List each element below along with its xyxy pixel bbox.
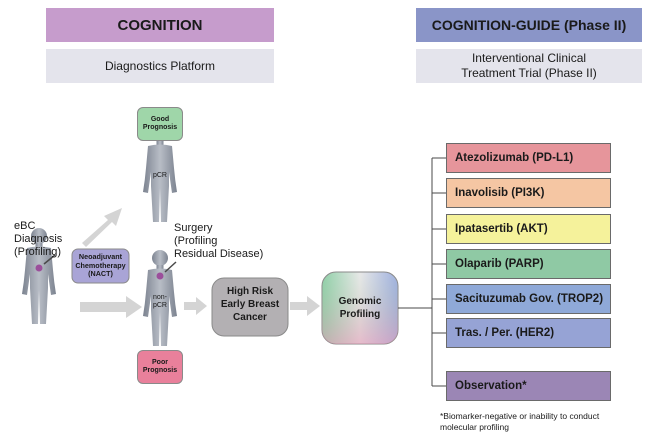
high-risk-line3: Cancer	[233, 312, 267, 323]
diagnosis-line1: eBC	[14, 220, 36, 232]
arm-atezolizumab-label: Atezolizumab (PD-L1)	[455, 152, 574, 164]
good-prognosis-line1: Good	[150, 116, 170, 123]
arrow-to-genomic-icon	[290, 296, 320, 316]
arm-ipatasertib: Ipatasertib (AKT)	[446, 214, 611, 244]
arrow-to-surgery-icon	[80, 296, 142, 318]
arm-her2-label: Tras. / Per. (HER2)	[455, 327, 555, 339]
high-risk-label: High Risk Early Breast Cancer	[212, 285, 288, 324]
nact-box	[71, 248, 130, 284]
nact-line3: (NACT)	[88, 269, 113, 278]
tumor-icon	[35, 264, 43, 272]
non-pcr-label: non- pCR	[146, 294, 174, 310]
diagnosis-line3: (Profiling)	[14, 246, 62, 258]
cognition-guide-subtitle: Interventional Clinical Treatment Trial …	[416, 49, 642, 83]
needle-icon	[43, 254, 56, 265]
genomic-line1: Genomic	[338, 296, 382, 307]
genomic-line2: Profiling	[339, 309, 381, 320]
cognition-subtitle: Diagnostics Platform	[46, 49, 274, 83]
non-pcr-line1: non-	[152, 294, 167, 301]
needle-icon-2	[164, 261, 177, 273]
nact-line1: Neoadjuvant	[78, 252, 123, 261]
arm-atezolizumab: Atezolizumab (PD-L1)	[446, 143, 611, 173]
pcr-label: pCR	[152, 172, 167, 179]
high-risk-line1: High Risk	[226, 286, 274, 297]
cognition-title: COGNITION	[46, 8, 274, 42]
arm-observation-label: Observation*	[455, 380, 527, 392]
arm-inavolisib-label: Inavolisib (PI3K)	[455, 187, 545, 199]
trial-subtitle-line2: Treatment Trial (Phase II)	[461, 66, 597, 80]
surgery-line2: (Profiling	[174, 235, 218, 247]
arm-sacituzumab-label: Sacituzumab Gov. (TROP2)	[455, 293, 604, 305]
surgery-line3: Residual Disease)	[174, 248, 264, 260]
high-risk-box	[211, 277, 289, 337]
genomic-profiling-label: Genomic Profiling	[322, 295, 398, 321]
arrow-to-high-risk-icon	[184, 297, 207, 315]
arm-observation: Observation*	[446, 371, 611, 401]
cognition-guide-title: COGNITION-GUIDE (Phase II)	[416, 8, 642, 42]
arm-connector-lines	[398, 157, 446, 387]
good-prognosis-box: Good Prognosis	[137, 107, 183, 141]
arm-olaparib: Olaparib (PARP)	[446, 249, 611, 279]
residual-tumor-icon	[156, 272, 164, 280]
poor-prognosis-line2: Prognosis	[142, 367, 178, 374]
cognition-title-text: COGNITION	[117, 16, 203, 34]
surgery-line1: Surgery	[174, 222, 213, 234]
footnote-line1: *Biomarker-negative or inability to cond…	[440, 411, 600, 421]
poor-prognosis-line1: Poor	[152, 359, 168, 366]
cognition-guide-title-text: COGNITION-GUIDE (Phase II)	[431, 17, 627, 33]
surgery-label: Surgery (Profiling Residual Disease)	[174, 222, 284, 261]
trial-subtitle-line1: Interventional Clinical	[471, 51, 587, 65]
poor-prognosis-box: Poor Prognosis	[137, 350, 183, 384]
arm-her2: Tras. / Per. (HER2)	[446, 318, 611, 348]
good-prognosis-line2: Prognosis	[142, 124, 178, 131]
arm-olaparib-label: Olaparib (PARP)	[455, 258, 544, 270]
high-risk-line2: Early Breast	[220, 299, 280, 310]
ebc-diagnosis-label: eBC Diagnosis (Profiling)	[14, 220, 74, 259]
arm-ipatasertib-label: Ipatasertib (AKT)	[455, 223, 548, 235]
arm-sacituzumab: Sacituzumab Gov. (TROP2)	[446, 284, 611, 314]
footnote: *Biomarker-negative or inability to cond…	[440, 411, 645, 433]
arrow-to-pcr-icon	[82, 208, 122, 247]
arm-inavolisib: Inavolisib (PI3K)	[446, 178, 611, 208]
footnote-line2: molecular profiling	[440, 422, 509, 432]
non-pcr-line2: pCR	[152, 302, 167, 309]
diagnosis-line2: Diagnosis	[14, 233, 63, 245]
cognition-subtitle-text: Diagnostics Platform	[104, 58, 216, 73]
nact-label: Neoadjuvant Chemotherapy (NACT)	[72, 252, 129, 279]
nact-line2: Chemotherapy	[75, 260, 126, 270]
